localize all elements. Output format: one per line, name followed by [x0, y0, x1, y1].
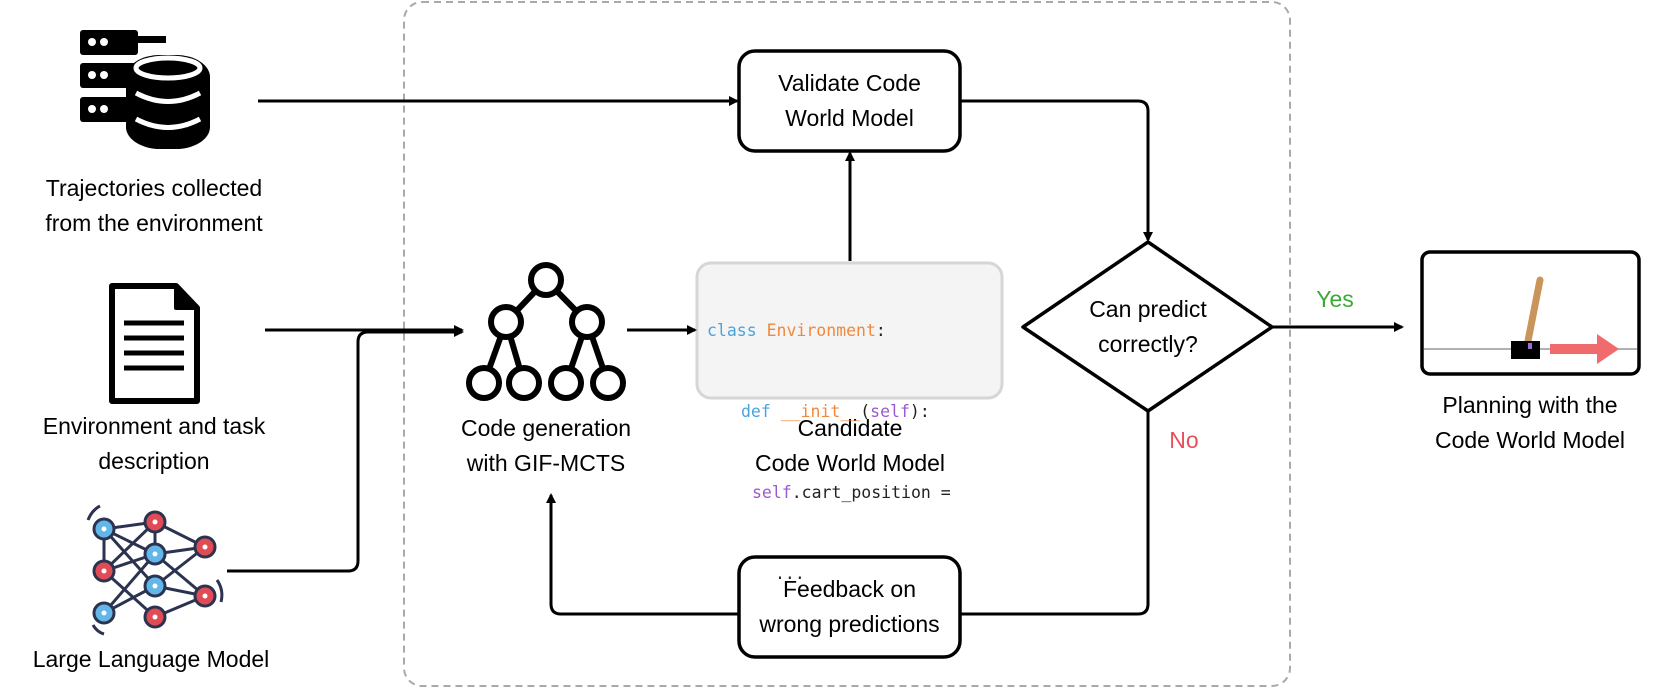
decision-line2: correctly?	[1098, 331, 1198, 357]
no-label: No	[1169, 427, 1199, 453]
code-snippet: class Environment: def __init__(self): s…	[697, 263, 997, 583]
candidate-line1: Candidate	[797, 415, 903, 441]
codegen-line1: Code generation	[460, 415, 632, 441]
trajectories-line2: from the environment	[45, 210, 263, 236]
code-line-1: class Environment:	[697, 317, 997, 344]
database-icon	[80, 30, 210, 149]
feedback-text: Feedback on wrong predictions	[739, 557, 960, 657]
code-self-param: self	[870, 402, 910, 421]
edge-validate-decision	[960, 99, 1153, 242]
cartpole-icon	[1420, 250, 1641, 376]
code-def-keyword: def	[741, 402, 771, 421]
codegen-line2: with GIF-MCTS	[466, 450, 626, 476]
candidate-line2: Code World Model	[754, 450, 946, 476]
candidate-label: Candidate Code World Model	[720, 411, 980, 481]
validate-line1: Validate Code	[778, 70, 921, 96]
decision-line1: Can predict	[1089, 296, 1207, 322]
trajectories-label: Trajectories collected from the environm…	[20, 171, 288, 241]
code-self-ref: self	[752, 483, 792, 502]
llm-label: Large Language Model	[10, 642, 292, 677]
document-icon	[109, 283, 200, 404]
code-line-4: ...	[697, 560, 997, 587]
edge-llm-codegen	[227, 327, 464, 573]
code-block	[695, 261, 1004, 400]
code-open-paren: (	[860, 402, 871, 421]
edges	[227, 96, 1404, 616]
yes-label: Yes	[1316, 286, 1354, 312]
code-class-keyword: class	[707, 321, 757, 340]
planning-line2: Code World Model	[1434, 427, 1626, 453]
code-close-paren: ):	[909, 402, 930, 421]
codegen-label: Code generation with GIF-MCTS	[436, 411, 656, 481]
planning-line1: Planning with the	[1442, 392, 1618, 418]
process-container	[403, 1, 1291, 687]
tree-icon	[466, 262, 626, 401]
code-attr-assign: .cart_position =	[791, 483, 951, 502]
feedback-line1: Feedback on	[783, 576, 916, 602]
network-nodes	[92, 510, 217, 629]
environment-label: Environment and task description	[20, 409, 288, 479]
feedback-box	[737, 555, 962, 659]
code-ellipsis: ...	[775, 564, 805, 583]
environment-line1: Environment and task	[42, 413, 266, 439]
edge-decision-feedback	[960, 411, 1150, 616]
validate-line2: World Model	[785, 105, 914, 131]
decision-text: Can predict correctly?	[1043, 291, 1253, 363]
planning-label: Planning with the Code World Model	[1410, 388, 1650, 458]
environment-line2: description	[98, 448, 210, 474]
llm-line1: Large Language Model	[32, 646, 270, 672]
code-init-name: __init__	[780, 402, 861, 421]
code-line-3: self.cart_position =	[697, 479, 997, 506]
feedback-line2: wrong predictions	[759, 611, 940, 637]
code-colon: :	[875, 321, 886, 340]
code-line-2: def __init__(self):	[697, 398, 997, 425]
code-class-name: Environment	[766, 321, 876, 340]
edge-feedback-codegen	[546, 493, 739, 616]
trajectories-line1: Trajectories collected	[45, 175, 263, 201]
validate-text: Validate Code World Model	[739, 51, 960, 151]
